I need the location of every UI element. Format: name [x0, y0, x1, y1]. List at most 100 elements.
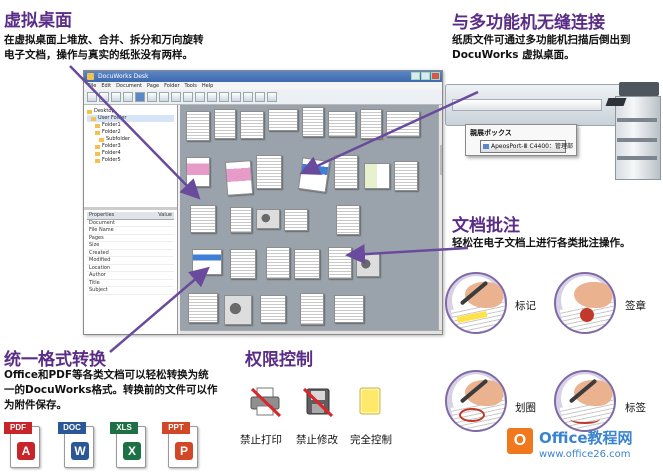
format-description: Office和PDF等各类文档可以轻松转换为统 一的DocuWorks格式。转换… — [4, 368, 244, 413]
document-thumbnail[interactable] — [300, 293, 324, 325]
document-thumbnail[interactable] — [328, 111, 356, 137]
no-edit-icon — [302, 387, 334, 418]
annotation-circle-photo — [445, 370, 507, 432]
arrow-to-converted-doc — [109, 266, 210, 353]
xls-tag: XLS — [110, 422, 138, 434]
mfp-popup-window: 親展ボックス ApeosPort-Ⅲ C4400：管理部 — [465, 124, 577, 156]
document-thumbnail[interactable] — [360, 109, 382, 139]
docuworks-desk-screenshot: DocuWorks Desk File Edit Document Page F… — [83, 70, 443, 335]
close-icon[interactable] — [431, 72, 440, 80]
toolbar-button[interactable] — [243, 92, 253, 102]
annotation-label-tag: 标签 — [625, 402, 646, 414]
format-desc-line3: 为附件保存。 — [4, 399, 67, 411]
tree-node[interactable]: Desktop — [87, 108, 174, 115]
folder-icon — [95, 123, 100, 128]
document-thumbnail[interactable] — [334, 295, 364, 323]
toolbar-button[interactable] — [231, 92, 241, 102]
toolbar-button[interactable] — [135, 92, 145, 102]
document-thumbnail[interactable] — [268, 109, 298, 131]
document-thumbnail[interactable] — [266, 247, 290, 279]
arrow-to-desk — [69, 65, 201, 200]
left-pane: Desktop User Folder Folder1 Folder2 Subf… — [84, 105, 178, 334]
tree-node[interactable]: Subfolder — [87, 136, 174, 143]
folder-icon — [87, 109, 92, 114]
menu-document[interactable]: Document — [116, 83, 142, 89]
ppt-tag: PPT — [162, 422, 190, 434]
menu-folder[interactable]: Folder — [164, 83, 180, 89]
toolbar-button[interactable] — [195, 92, 205, 102]
document-thumbnail[interactable] — [188, 293, 218, 323]
toolbar-button[interactable] — [267, 92, 277, 102]
menu-file[interactable]: File — [88, 83, 97, 89]
document-thumbnail[interactable] — [364, 163, 390, 189]
app-titlebar: DocuWorks Desk — [84, 71, 442, 82]
document-thumbnail[interactable] — [230, 249, 256, 279]
desk-scrollbar[interactable] — [438, 105, 442, 331]
document-thumbnail[interactable] — [240, 111, 264, 139]
toolbar-button[interactable] — [183, 92, 193, 102]
document-thumbnail[interactable] — [186, 111, 210, 141]
scroll-thumb[interactable] — [440, 145, 442, 175]
xls-file-icon: XLS X — [110, 422, 150, 470]
mfp-popup-title: 親展ボックス — [470, 129, 512, 137]
annotation-label-circle: 划圈 — [515, 402, 536, 414]
permission-label-no-edit: 禁止修改 — [296, 434, 338, 446]
virtual-desktop-area[interactable] — [180, 105, 442, 331]
toolbar-button[interactable] — [111, 92, 121, 102]
document-thumbnail[interactable] — [256, 209, 280, 229]
document-thumbnail[interactable] — [214, 109, 236, 139]
document-thumbnail[interactable] — [334, 155, 358, 189]
tree-node[interactable]: Folder2 — [87, 129, 174, 136]
mfp-device-button[interactable]: ApeosPort-Ⅲ C4400：管理部 — [480, 140, 573, 153]
tree-node[interactable]: Folder1 — [87, 122, 174, 129]
toolbar-button[interactable] — [207, 92, 217, 102]
document-thumbnail[interactable] — [302, 107, 324, 137]
doc-tag: DOC — [58, 422, 86, 434]
maximize-icon[interactable] — [421, 72, 430, 80]
document-thumbnail[interactable] — [336, 205, 360, 235]
folder-icon — [95, 144, 100, 149]
toolbar-button[interactable] — [87, 92, 97, 102]
property-row: Document — [87, 220, 174, 227]
mfp-desc-line2: DocuWorks 虚拟桌面。 — [452, 49, 575, 61]
property-row: Author — [87, 272, 174, 280]
document-thumbnail[interactable] — [294, 249, 320, 279]
arrow-to-annotation — [345, 244, 469, 265]
virtual-desk-description: 在虚拟桌面上堆放、合并、拆分和万向旋转 电子文档，操作与真实的纸张没有两样。 — [4, 33, 264, 63]
document-thumbnail[interactable] — [260, 295, 286, 323]
annotation-description: 轻松在电子文档上进行各类批注操作。 — [452, 237, 631, 249]
property-row: Title — [87, 280, 174, 287]
toolbar-button[interactable] — [255, 92, 265, 102]
virtual-desk-desc-line2: 电子文档，操作与真实的纸张没有两样。 — [4, 49, 193, 61]
pdf-tag: PDF — [4, 422, 32, 434]
property-row: File Name — [87, 227, 174, 235]
menu-tools[interactable]: Tools — [184, 83, 197, 89]
document-thumbnail[interactable] — [230, 207, 252, 233]
property-row: Pages — [87, 235, 174, 242]
tree-node[interactable]: User Folder — [87, 115, 174, 122]
document-thumbnail[interactable] — [224, 295, 252, 325]
toolbar-button[interactable] — [123, 92, 133, 102]
minimize-icon[interactable] — [411, 72, 420, 80]
document-thumbnail[interactable] — [256, 155, 282, 189]
annotation-label-mark: 标记 — [515, 300, 536, 312]
tree-node[interactable]: Folder4 — [87, 150, 174, 157]
menu-help[interactable]: Help — [201, 83, 214, 89]
app-statusbar — [180, 330, 442, 334]
permission-heading: 权限控制 — [245, 350, 313, 370]
folder-icon — [95, 130, 100, 135]
annotation-stamp-photo — [554, 272, 616, 334]
mfp-heading: 与多功能机无缝连接 — [452, 13, 605, 33]
format-heading: 统一格式转换 — [4, 350, 106, 370]
document-thumbnail[interactable] — [190, 205, 216, 233]
menu-edit[interactable]: Edit — [101, 83, 112, 89]
menu-page[interactable]: Page — [146, 83, 160, 89]
toolbar-button[interactable] — [147, 92, 157, 102]
document-thumbnail[interactable] — [284, 209, 308, 231]
tree-node[interactable]: Folder5 — [87, 157, 174, 164]
tree-node[interactable]: Folder3 — [87, 143, 174, 150]
document-thumbnail[interactable] — [394, 161, 418, 191]
toolbar-button[interactable] — [219, 92, 229, 102]
toolbar-button[interactable] — [171, 92, 181, 102]
toolbar-button[interactable] — [159, 92, 169, 102]
